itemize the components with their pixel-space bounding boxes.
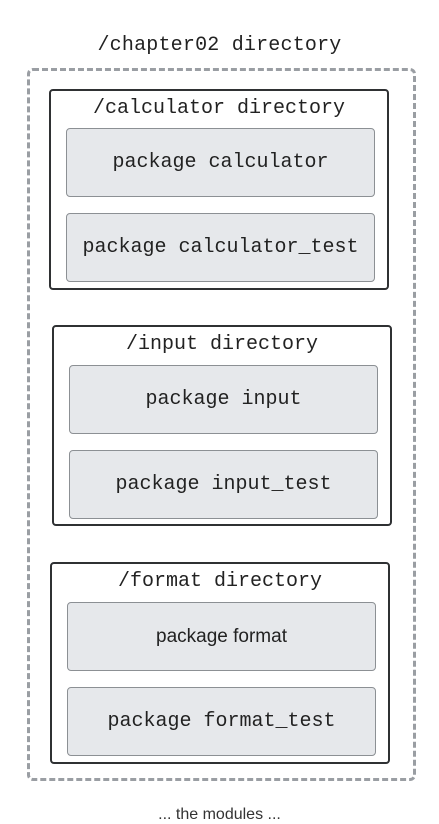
package-format-test: package format_test (67, 687, 376, 756)
package-calculator: package calculator (66, 128, 375, 197)
root-directory-boundary (27, 68, 416, 781)
input-directory-box: /input directory package input package i… (52, 325, 392, 526)
package-input-test: package input_test (69, 450, 378, 519)
group-title: /calculator directory (92, 97, 346, 120)
group-title: /format directory (117, 570, 323, 593)
format-directory-box: /format directory package format package… (50, 562, 390, 764)
group-title: /input directory (125, 333, 319, 356)
calculator-directory-box: /calculator directory package calculator… (49, 89, 389, 290)
root-directory-title: /chapter02 directory (97, 34, 342, 57)
package-calculator-test: package calculator_test (66, 213, 375, 282)
package-input: package input (69, 365, 378, 434)
package-format: package format (67, 602, 376, 671)
figure-caption: ... the modules ... (158, 806, 281, 823)
